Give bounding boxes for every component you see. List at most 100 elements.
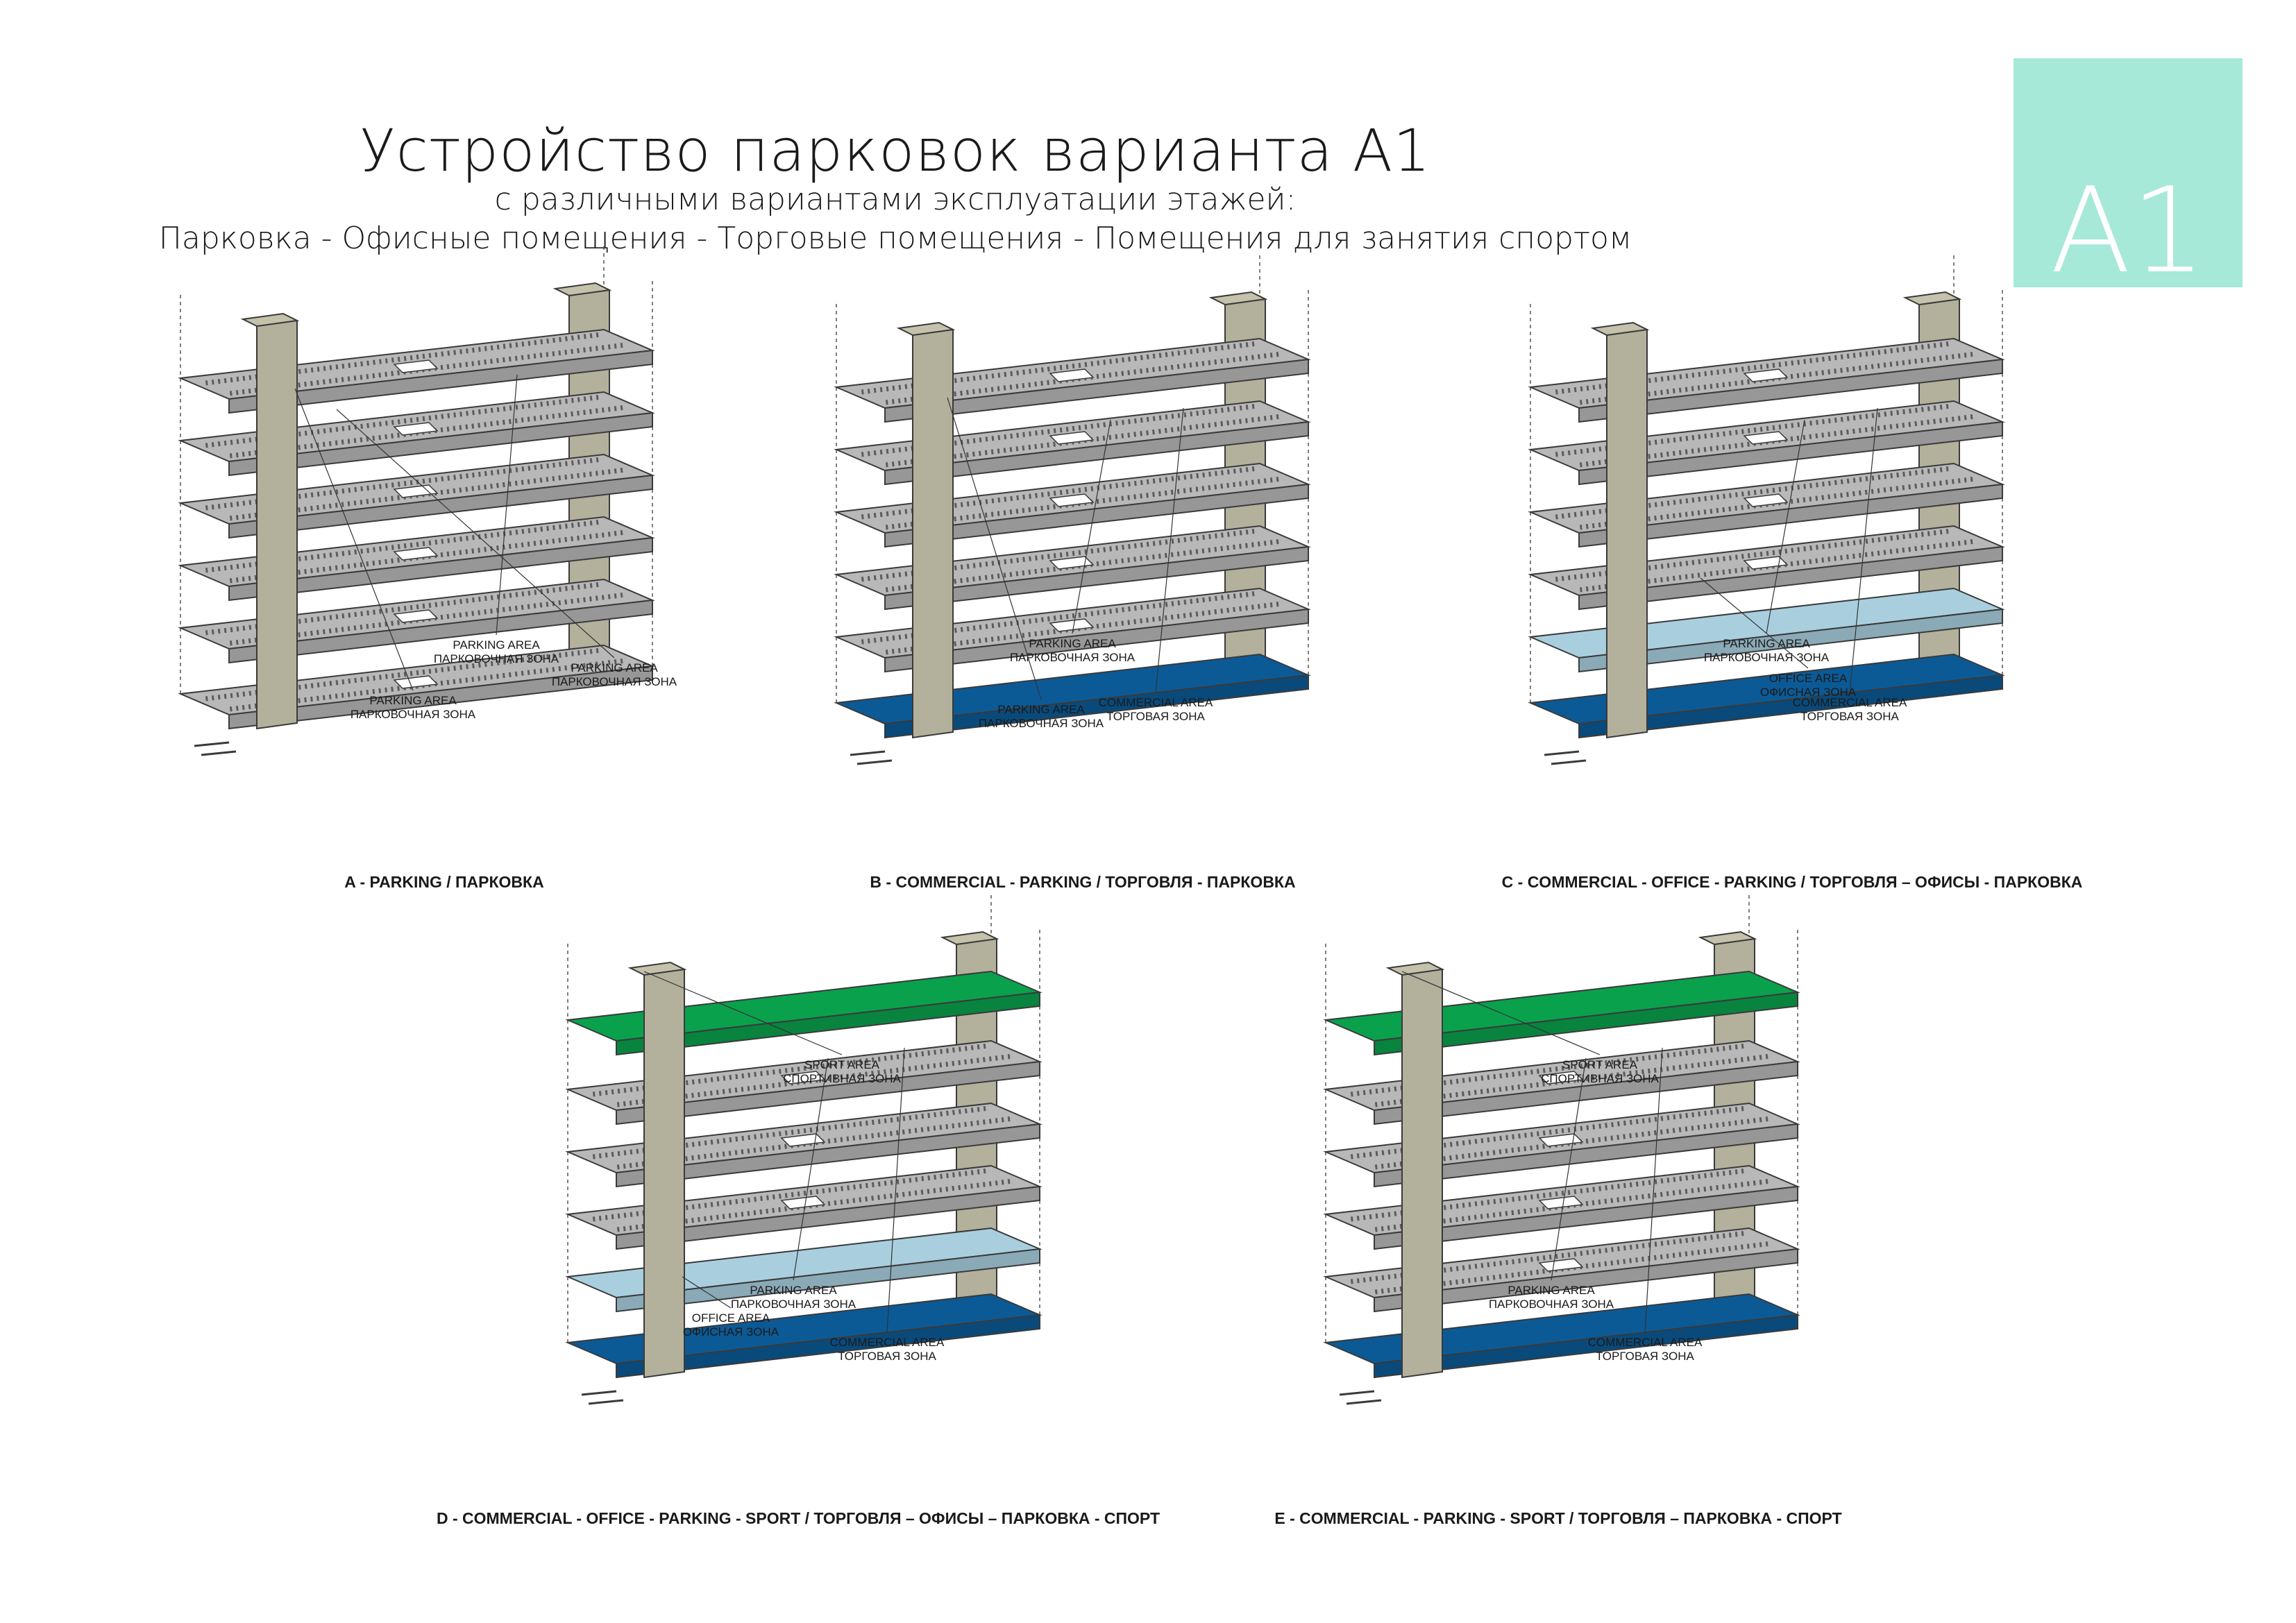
- page-title: Устройство парковок варианта А1: [360, 117, 1431, 185]
- core-left: [1401, 968, 1443, 1379]
- callout-leader-3: [886, 1047, 905, 1333]
- core-right-top: [1698, 931, 1757, 946]
- parking-bays-2-0: [616, 1178, 1013, 1232]
- parking-bays-4-0: [1579, 414, 1976, 468]
- floor-slab-edge-5: [228, 349, 653, 414]
- exit-arrow-icon: [1346, 1399, 1382, 1405]
- floor-slab-edge-4: [616, 1060, 1040, 1125]
- parking-bays-1-1: [861, 590, 1258, 645]
- floor-slab-edge-2: [1374, 1185, 1798, 1250]
- ramp-opening-5: [1743, 368, 1789, 382]
- parking-bays-3-1: [1350, 1105, 1747, 1159]
- parking-bays-3-1: [205, 457, 602, 511]
- floor-slab-edge-3: [1578, 483, 2003, 548]
- core-right-top: [1208, 291, 1268, 306]
- floor-slab-edge-1: [1374, 1248, 1798, 1313]
- floor-slab-edge-4: [1374, 1060, 1798, 1125]
- parking-bays-4-0: [885, 414, 1282, 468]
- floor-slab-edge-5: [616, 991, 1040, 1056]
- exit-arrow-icon: [856, 759, 893, 765]
- parking-bays-2-1: [861, 528, 1258, 582]
- ramp-opening-4: [1049, 431, 1095, 445]
- floor-slab-edge-1: [616, 1248, 1040, 1313]
- callout-leader-1: [947, 397, 1042, 700]
- page-subtitle-2: Парковка - Офисные помещения - Торговые …: [158, 221, 1632, 256]
- floor-slab-edge-4: [884, 420, 1309, 486]
- parking-bays-4-1: [861, 403, 1258, 457]
- floor-slab-edge-3: [884, 483, 1309, 548]
- parking-bays-3-1: [861, 466, 1258, 520]
- ramp-opening-1: [1049, 618, 1095, 632]
- ramp-opening-5: [393, 359, 439, 373]
- callout-leader-1: [682, 1276, 732, 1309]
- variant-badge: A1: [2014, 58, 2243, 300]
- callout-leader-2: [793, 1057, 829, 1281]
- floor-slab-edge-2: [616, 1185, 1040, 1250]
- exit-arrow-icon: [201, 750, 237, 756]
- parking-bays-1-0: [229, 592, 626, 646]
- ramp-opening-4: [780, 1071, 826, 1085]
- parking-bays-5-1: [205, 332, 602, 386]
- caption-variant-a: A - PARKING / ПАРКОВКА: [344, 873, 544, 891]
- callout-leader-0: [1766, 419, 1805, 634]
- floor-slab-edge-1: [884, 608, 1309, 673]
- core-left: [643, 968, 685, 1379]
- core-left-top: [896, 321, 956, 337]
- core-left: [912, 328, 954, 739]
- parking-bays-3-0: [229, 467, 626, 521]
- parking-bays-2-1: [592, 1168, 989, 1222]
- floor-slab-edge-0: [228, 665, 653, 730]
- parking-bays-1-1: [205, 581, 602, 636]
- ramp-opening-5: [1049, 368, 1095, 382]
- core-left-top: [627, 961, 687, 976]
- parking-bays-2-0: [1579, 538, 1976, 593]
- floor-slab-edge-4: [1578, 420, 2003, 486]
- floor-slab-edge-0: [616, 1314, 1040, 1379]
- core-left: [1606, 328, 1648, 739]
- parking-bays-3-1: [592, 1105, 989, 1159]
- floor-slab-edge-5: [1374, 991, 1798, 1056]
- floor-slab-edge-0: [1578, 674, 2003, 739]
- caption-variant-b: B - COMMERCIAL - PARKING / ТОРГОВЛЯ - ПА…: [870, 873, 1296, 891]
- ramp-opening-1: [1538, 1258, 1584, 1272]
- ramp-opening-2: [1049, 556, 1095, 570]
- parking-bays-4-0: [229, 405, 626, 459]
- core-right-top: [1902, 291, 1962, 306]
- floor-slab-edge-2: [228, 536, 653, 602]
- core-left-top: [1385, 961, 1445, 976]
- callout-leader-2: [1644, 1047, 1663, 1333]
- core-left-top: [1590, 321, 1650, 337]
- floor-slab-edge-5: [884, 358, 1309, 423]
- variant-badge-label: A1: [2050, 162, 2206, 300]
- caption-variant-e: E - COMMERCIAL - PARKING - SPORT / ТОРГО…: [1274, 1509, 1842, 1527]
- callout-leader-1: [294, 388, 414, 691]
- parking-bays-1-0: [1374, 1241, 1771, 1295]
- parking-bays-2-1: [1555, 528, 1952, 582]
- parking-bays-5-0: [885, 351, 1282, 405]
- exit-arrow-icon: [1551, 759, 1587, 765]
- parking-bays-1-1: [1350, 1230, 1747, 1284]
- callout-leader-0: [1072, 419, 1111, 634]
- caption-variant-d: D - COMMERCIAL - OFFICE - PARKING - SPOR…: [436, 1509, 1160, 1527]
- entry-arrow-icon: [1544, 750, 1580, 756]
- parking-bays-5-0: [1579, 351, 1976, 405]
- floor-slab-edge-5: [1578, 358, 2003, 423]
- parking-bays-4-1: [205, 394, 602, 448]
- parking-bays-2-1: [1350, 1168, 1747, 1222]
- entry-arrow-icon: [850, 750, 886, 756]
- entry-arrow-icon: [194, 741, 230, 747]
- ramp-opening-3: [1049, 493, 1095, 507]
